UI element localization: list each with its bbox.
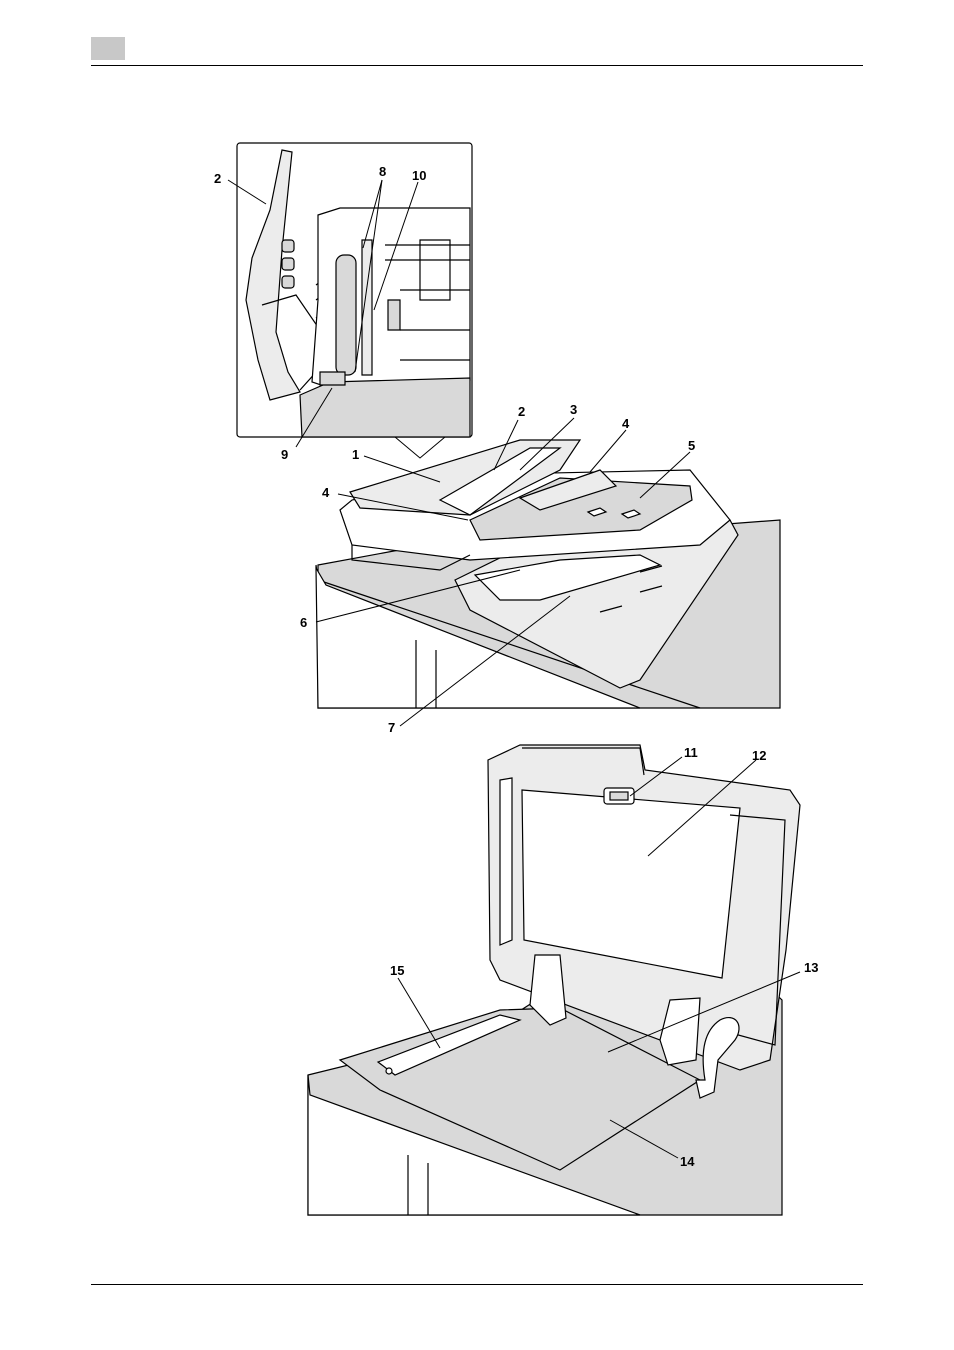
callout-adf-3: 3: [570, 402, 577, 417]
adf-closed: [316, 440, 780, 708]
callout-glass-13: 13: [804, 960, 818, 975]
callout-glass-15: 15: [390, 963, 404, 978]
callout-inset-10: 10: [412, 168, 426, 183]
callout-inset-9: 9: [281, 447, 288, 462]
callout-adf-5: 5: [688, 438, 695, 453]
callout-adf-6: 6: [300, 615, 307, 630]
callout-inset-8: 8: [379, 164, 386, 179]
callout-adf-4a: 4: [622, 416, 630, 431]
callout-glass-11: 11: [684, 745, 698, 760]
callout-adf-1: 1: [352, 447, 359, 462]
callout-inset-2: 2: [214, 171, 221, 186]
callout-adf-4b: 4: [322, 485, 330, 500]
callout-adf-7: 7: [388, 720, 395, 735]
callout-glass-12: 12: [752, 748, 766, 763]
callout-adf-2: 2: [518, 404, 525, 419]
inset-detail: [237, 143, 472, 437]
callout-glass-14: 14: [680, 1154, 695, 1169]
glass-open-cover: [308, 745, 800, 1215]
